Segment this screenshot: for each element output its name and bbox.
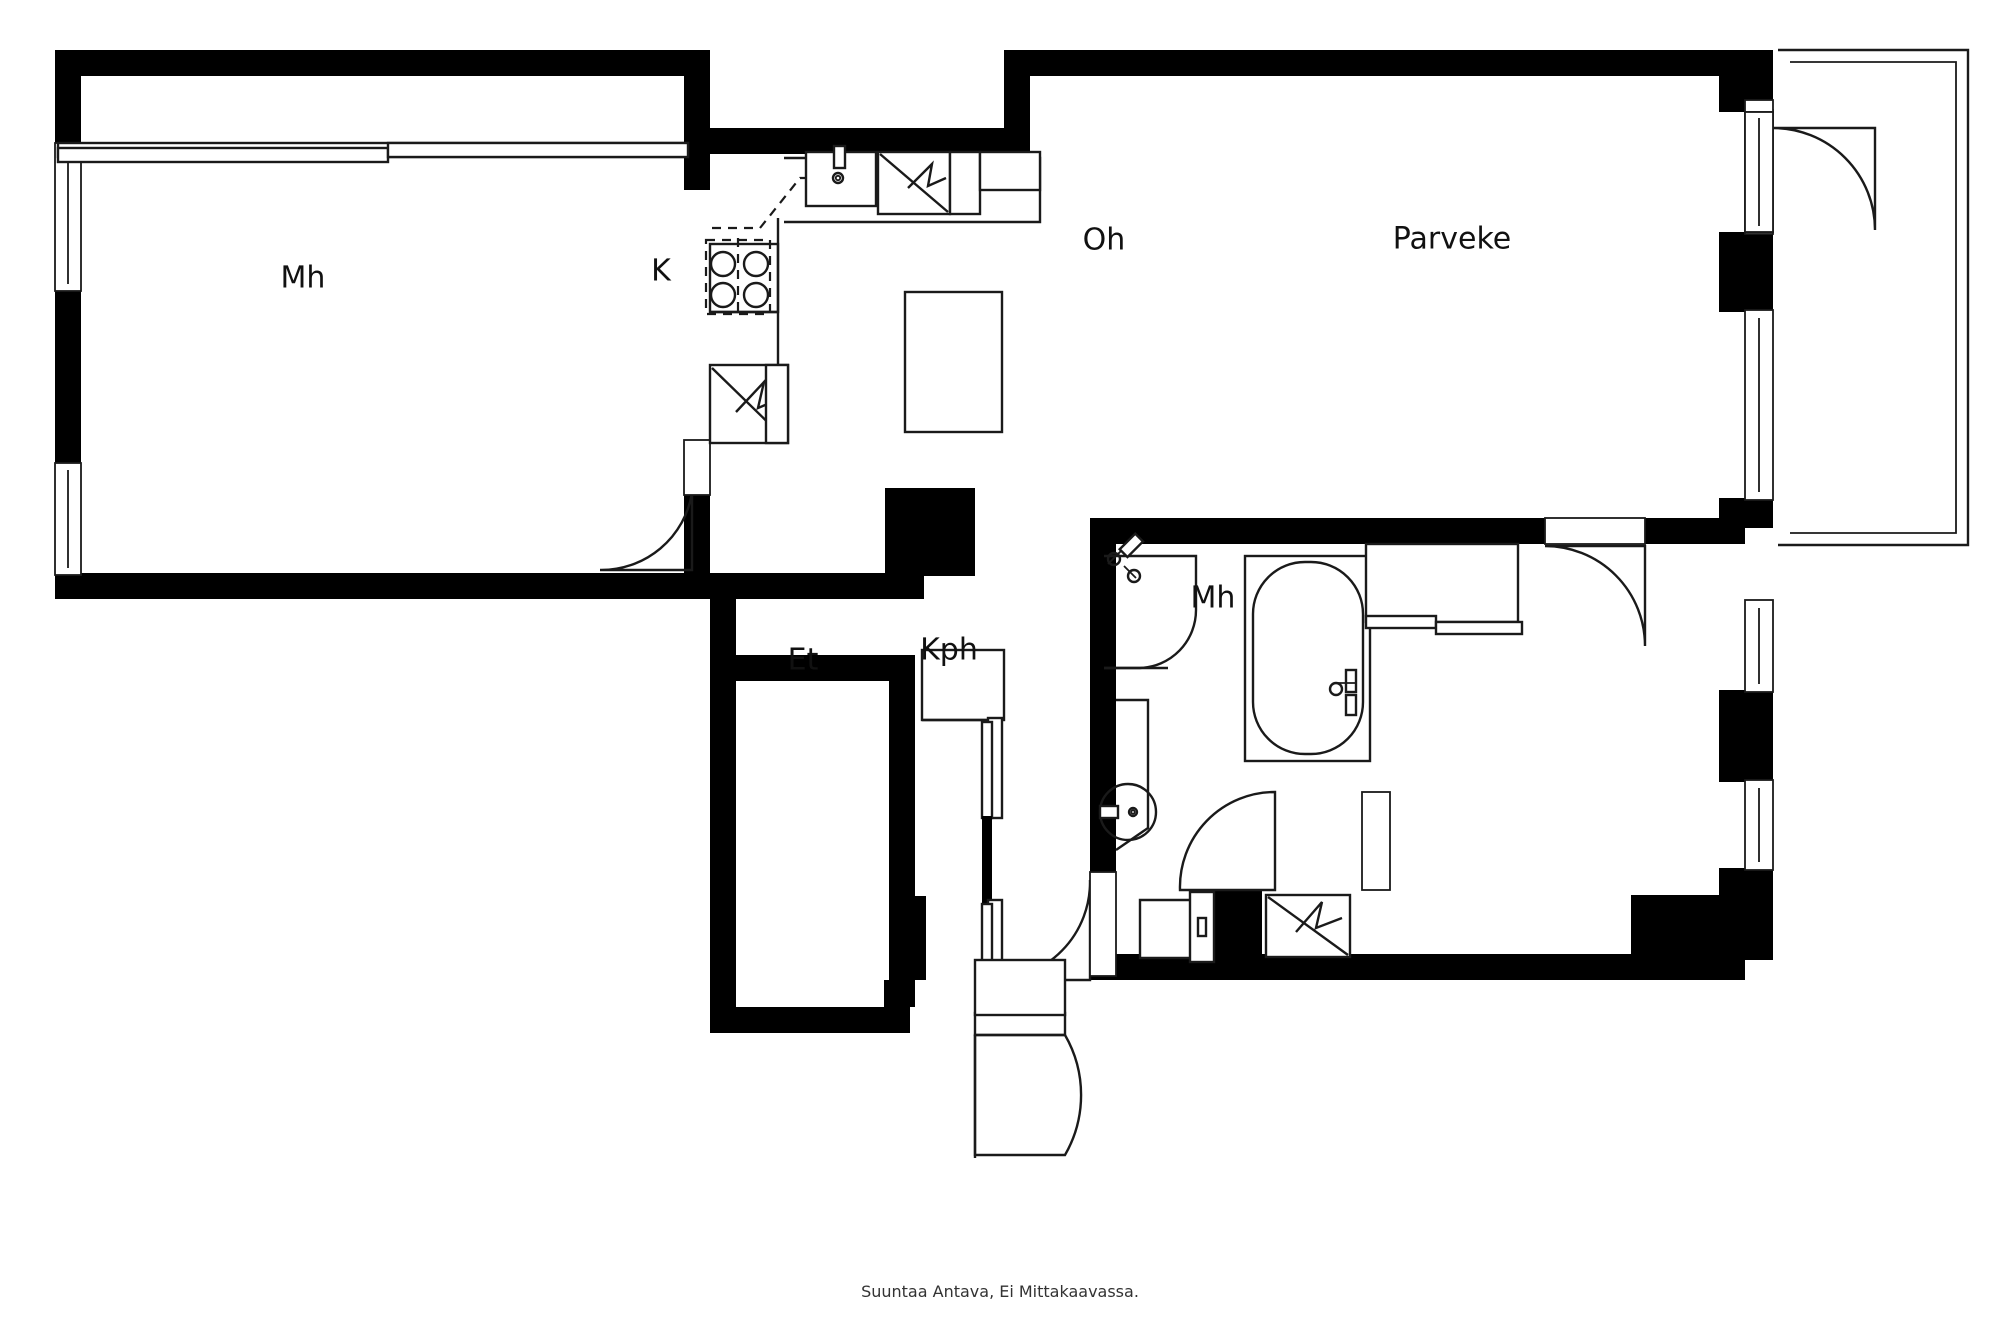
balcony-outline [1778, 48, 1970, 547]
washing-machine [1264, 893, 1352, 959]
shower-head-icon [1106, 531, 1145, 584]
plan-caption: Suuntaa Antava, Ei Mittakaavassa. [861, 1282, 1139, 1301]
wardrobe-closet [56, 141, 690, 164]
door-with-swing [973, 958, 1083, 1158]
kitchen-sink [804, 144, 878, 208]
room-label-kitchen: K [651, 254, 672, 289]
wardrobe-closet [1364, 542, 1524, 636]
bathtub [1243, 554, 1372, 763]
door-with-swing [1178, 790, 1391, 892]
room-label-bedroom-right: Mh [1191, 581, 1236, 616]
structural-column [885, 488, 975, 576]
kitchen-island-table [903, 290, 1004, 434]
room-label-living-room: Oh [1083, 223, 1126, 258]
room-label-balcony: Parveke [1393, 222, 1511, 257]
window [54, 462, 82, 576]
door-with-swing [1544, 517, 1647, 647]
room-label-bedroom-left: Mh [281, 261, 326, 296]
kitchen-fixtures [704, 144, 1042, 576]
window [1744, 599, 1774, 693]
bathroom-fixtures [1098, 531, 1391, 964]
room-label-bathroom: Kph [920, 633, 978, 668]
toilet [1138, 890, 1216, 964]
bedroom-left-fixtures [56, 141, 690, 164]
window [1744, 309, 1774, 501]
door-with-swing [599, 439, 711, 572]
stove-cooktop [704, 238, 780, 318]
door-with-swing [1744, 111, 1877, 233]
shower-enclosure [1104, 531, 1198, 670]
sliding-closet-door [980, 716, 1004, 820]
washbasin [1098, 698, 1158, 851]
window [54, 142, 82, 292]
window [1744, 779, 1774, 871]
refrigerator [876, 150, 982, 216]
bedroom-right-fixtures [1364, 517, 1647, 647]
room-label-entry-hall: Et [788, 643, 819, 678]
